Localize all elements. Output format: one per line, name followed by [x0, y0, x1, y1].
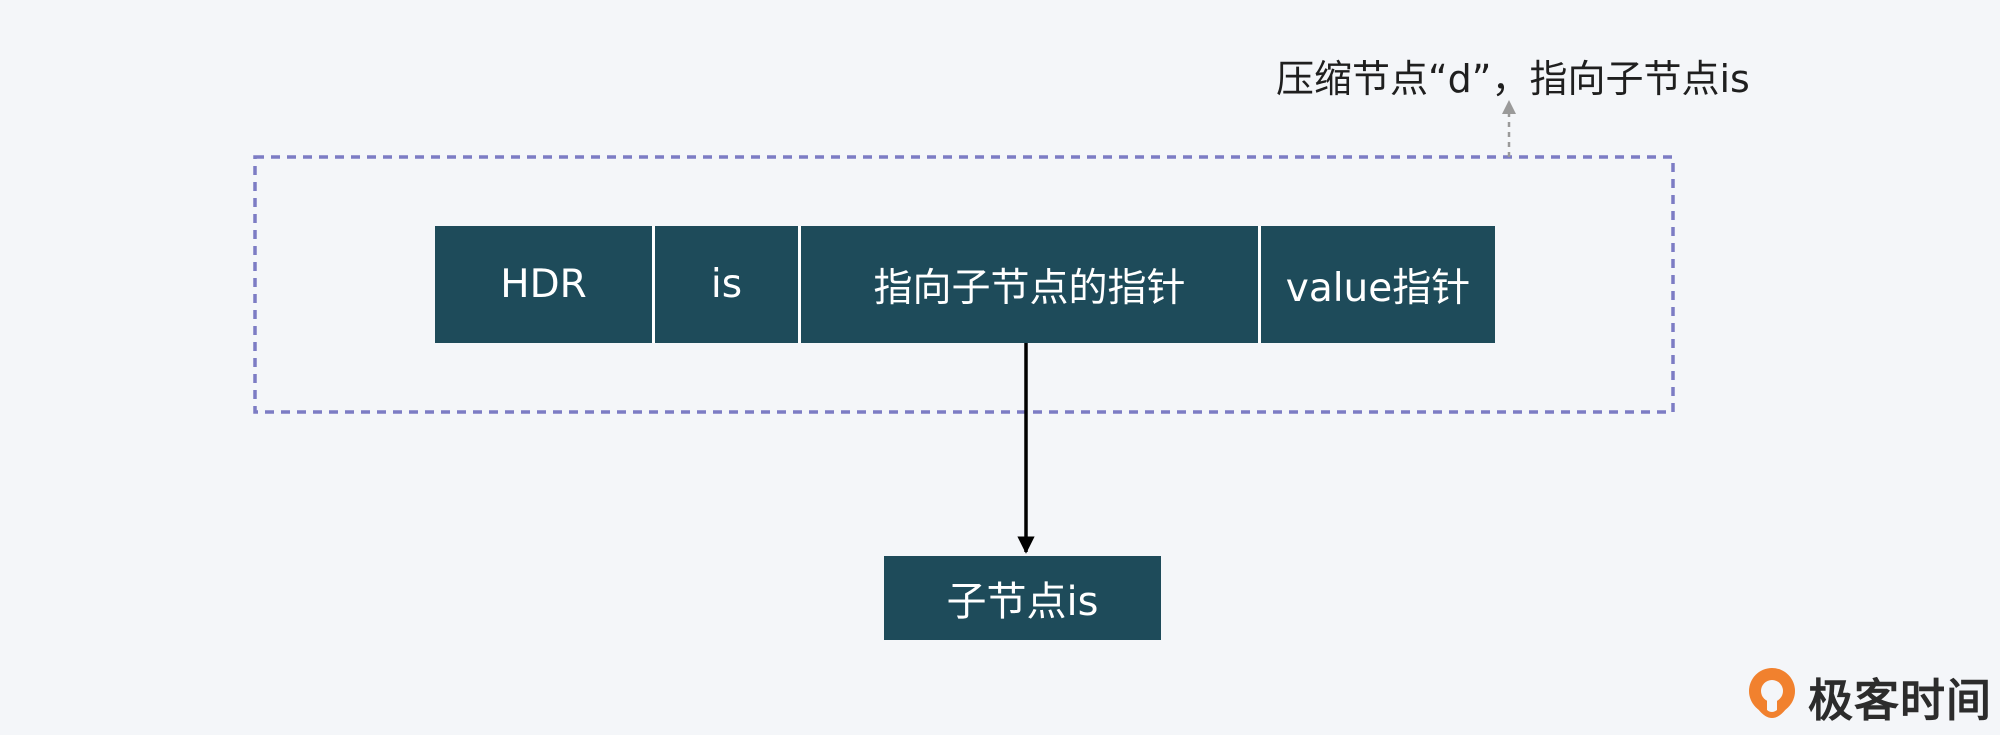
geektime-logo-icon [1749, 668, 1795, 718]
node-cell-key: is [652, 226, 798, 343]
compressed-node-boundary [253, 155, 1675, 414]
annotation-label: 压缩节点“d”，指向子节点is [1276, 57, 1750, 101]
compressed-node: HDR is 指向子节点的指针 value指针 [435, 226, 1495, 343]
brand-logo: 极客时间 [1744, 665, 1992, 727]
logo-text: 极客时间 [1808, 673, 1993, 727]
node-cell-hdr: HDR [435, 226, 652, 343]
annotation-arrowhead [1502, 100, 1516, 114]
child-node: 子节点is [884, 556, 1161, 640]
node-cell-child-pointer: 指向子节点的指针 [798, 226, 1258, 343]
node-cell-value-pointer: value指针 [1258, 226, 1495, 343]
